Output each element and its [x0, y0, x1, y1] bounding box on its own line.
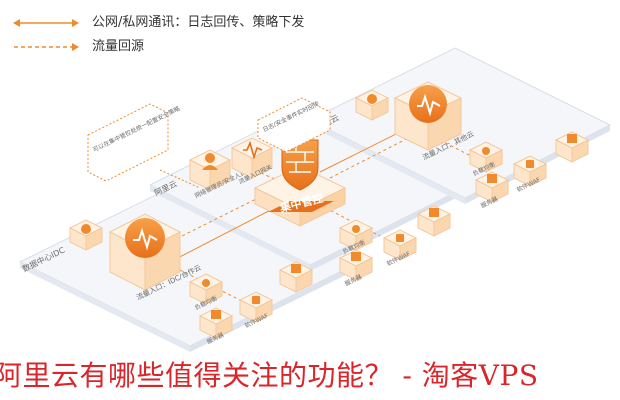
server-icon [487, 174, 497, 183]
watermark-caption: 阿里云有哪些值得关注的功能？ - 淘客VPS [0, 359, 539, 392]
note-box-top [257, 97, 331, 153]
other-cloud-workload [468, 131, 590, 203]
server-icon [351, 252, 361, 261]
note-box-left [87, 103, 169, 182]
legend-item-dashed: 流量回源 [12, 34, 144, 54]
server-node [338, 249, 374, 281]
admin-node [188, 149, 232, 191]
server-node [416, 205, 452, 237]
lock-icon [396, 234, 404, 242]
legend-item-solid: 公网/私网通讯：日志回传、策略下发 [12, 10, 304, 30]
lock-icon [252, 296, 260, 304]
lock-icon [526, 160, 534, 168]
gateway-icon [243, 140, 263, 160]
waf-node [238, 291, 274, 323]
server-node [278, 261, 314, 293]
entry-node-idc [108, 213, 182, 291]
waf-node [512, 155, 548, 187]
server-node [198, 307, 234, 339]
central-control-node [253, 139, 347, 227]
user-icon [205, 153, 215, 163]
load-balancer-node [468, 141, 504, 173]
firewall-mini-node [354, 89, 390, 121]
waf-node [382, 229, 418, 261]
idc-workload [188, 261, 314, 339]
edge-mini-node [68, 219, 104, 251]
server-node [474, 171, 510, 203]
server-icon [291, 264, 301, 273]
gateway-node [230, 137, 274, 179]
load-balancer-node [338, 219, 374, 251]
center-workload [338, 205, 452, 281]
load-balancer-node [188, 273, 224, 305]
solid-arrow-icon [12, 14, 80, 27]
dashed-arrow-icon [12, 38, 80, 51]
server-icon [211, 310, 221, 319]
legend-label-dashed: 流量回源 [92, 38, 145, 54]
legend: 公网/私网通讯：日志回传、策略下发 流量回源 [12, 8, 412, 58]
entry-node-other-cloud [393, 81, 463, 151]
server-node [554, 131, 590, 163]
server-icon [429, 208, 439, 217]
legend-label-solid: 公网/私网通讯：日志回传、策略下发 [92, 14, 305, 30]
server-icon [567, 134, 577, 143]
